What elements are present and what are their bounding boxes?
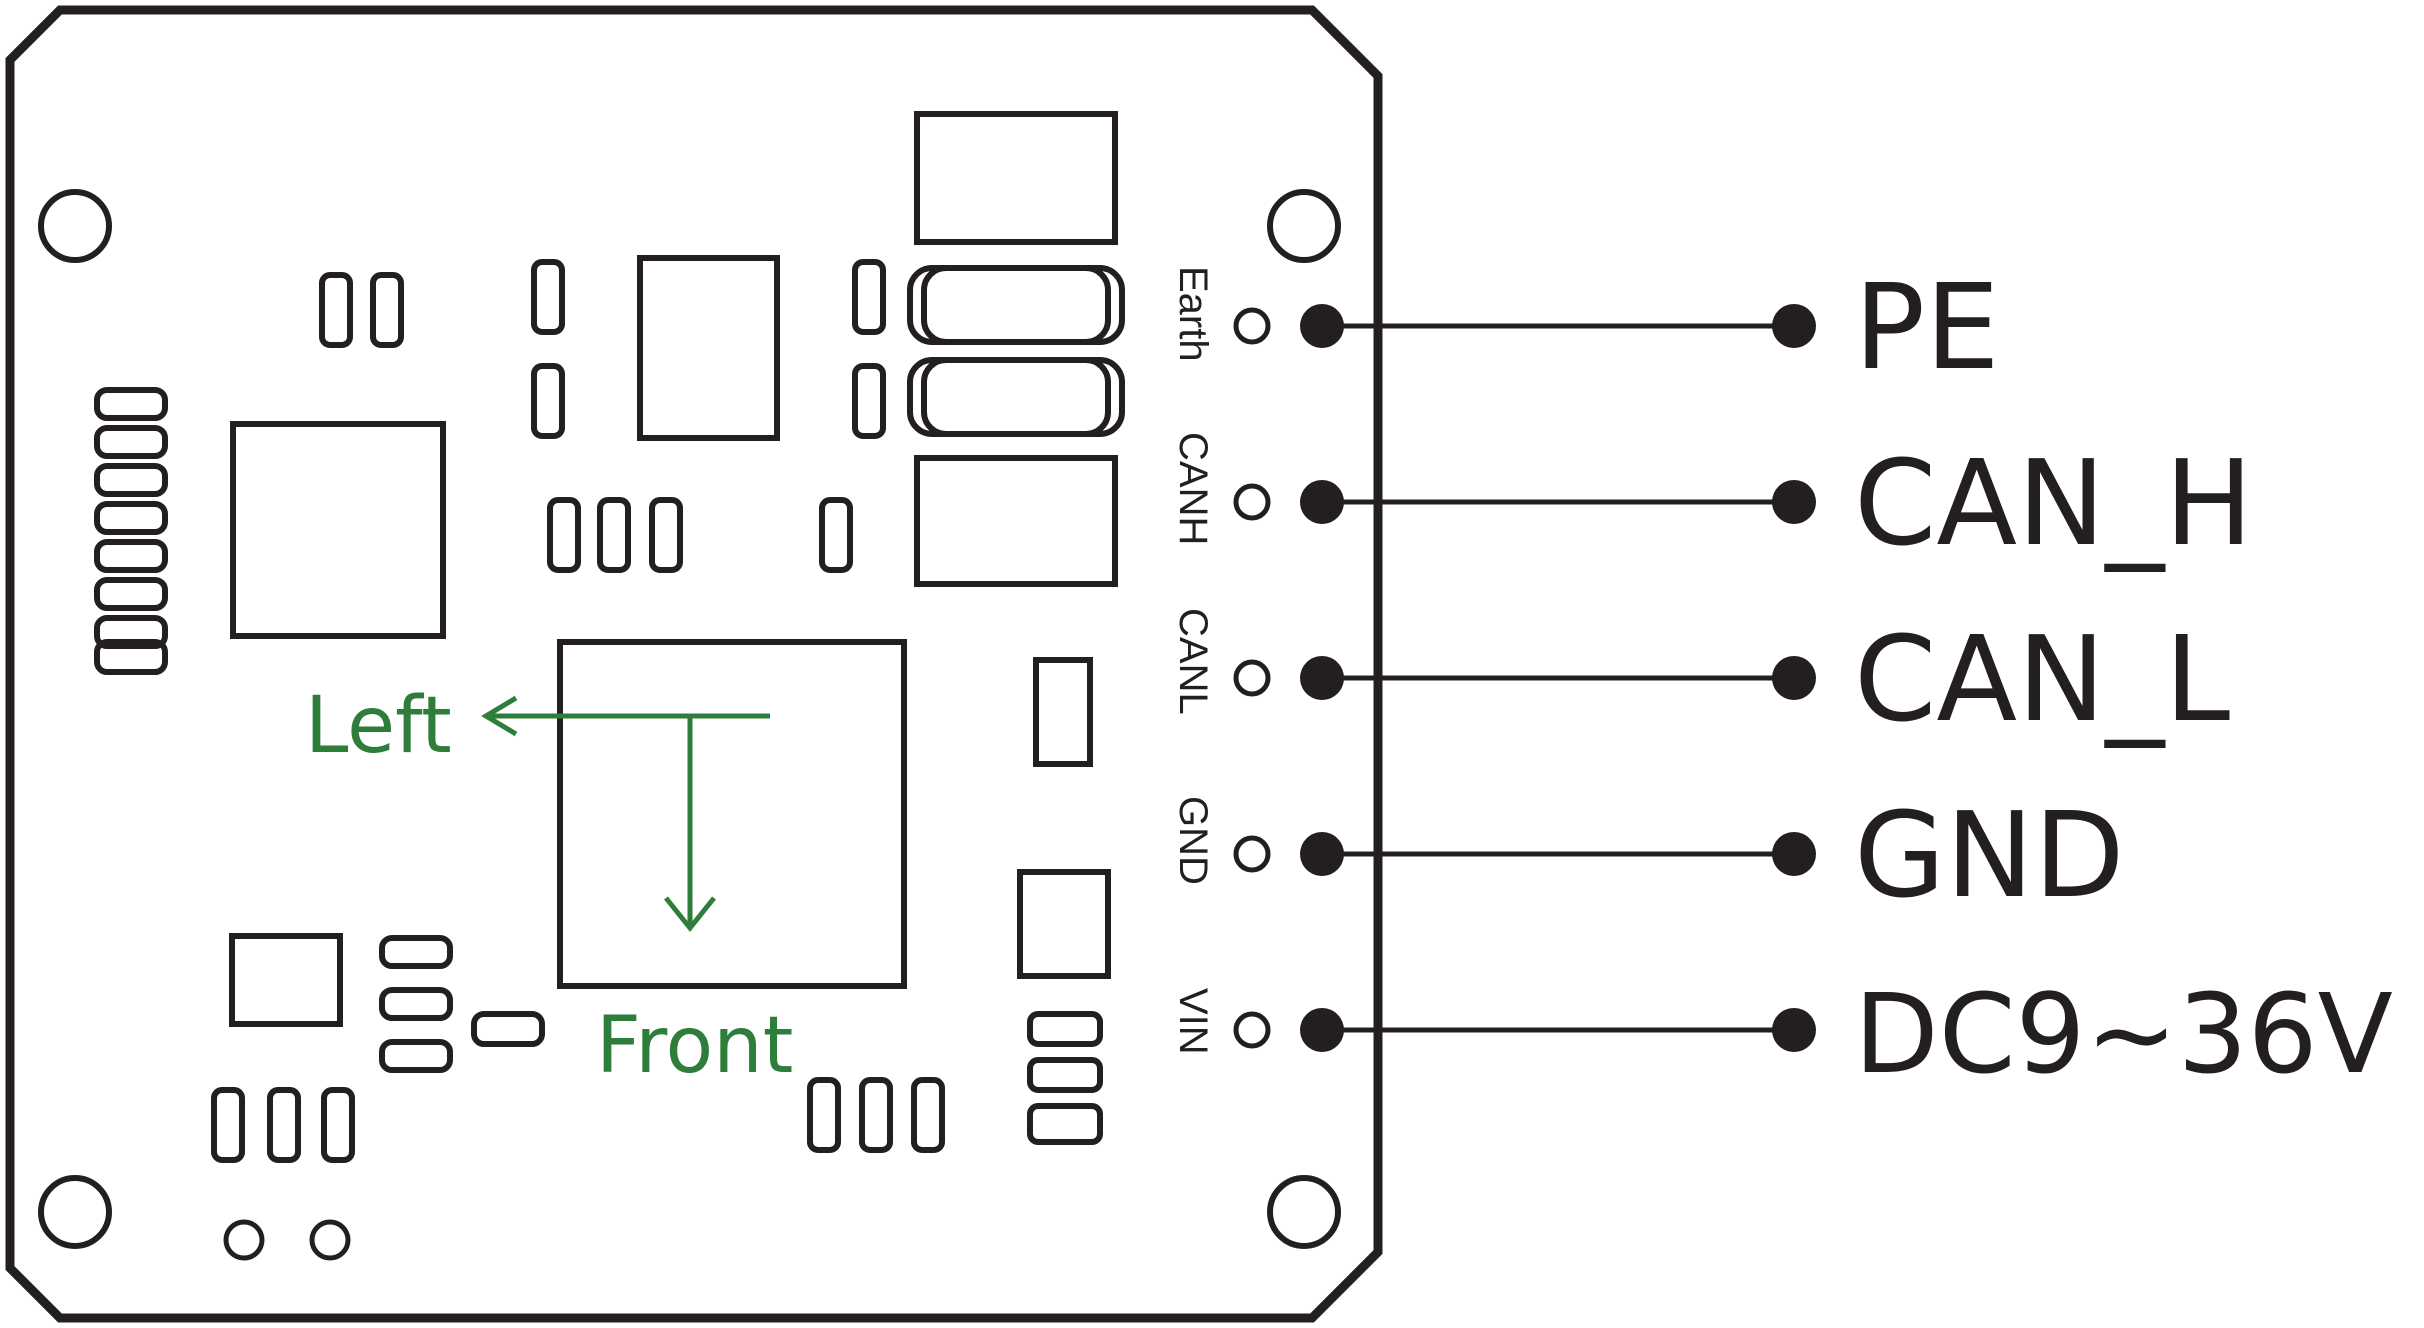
- board-label-canh: CANH: [1171, 432, 1215, 545]
- power-components: [907, 111, 1125, 1145]
- signal-label-gnd: GND: [1854, 786, 2125, 924]
- pin-hole: [1233, 483, 1271, 521]
- pin-gnd: GND GND: [1171, 786, 2125, 924]
- signal-label-dc9-36v: DC9~36V: [1854, 970, 2393, 1098]
- board-outline: [5, 5, 1383, 1323]
- left-arrow-head: [481, 695, 518, 737]
- terminal-dot: [1772, 1008, 1816, 1052]
- small-components-top-center: [531, 259, 853, 573]
- signal-label-can-h: CAN_H: [1854, 434, 2253, 572]
- pin-hole: [1233, 1011, 1271, 1049]
- ic-chip-left: [230, 421, 446, 639]
- pin-canl: CANL CAN_L: [1171, 608, 2230, 748]
- edge-connector-pads: [94, 387, 168, 675]
- terminal-dot: [1772, 656, 1816, 700]
- mounting-hole-top-right: [1267, 189, 1341, 263]
- front-label: Front: [596, 1001, 793, 1091]
- pin-hole: [1233, 307, 1271, 345]
- small-components-top-left: [319, 272, 404, 348]
- pin-vin: VIN DC9~36V: [1171, 970, 2393, 1098]
- terminal-dot: [1772, 304, 1816, 348]
- board-label-earth: Earth: [1171, 266, 1215, 362]
- signal-label-pe: PE: [1854, 258, 2000, 396]
- small-components-bottom-left: [211, 933, 945, 1163]
- pin-canh: CANH CAN_H: [1171, 432, 2253, 572]
- pin-earth: Earth PE: [1171, 258, 2000, 396]
- imu-sensor-chip: [557, 639, 907, 989]
- via: [223, 1219, 265, 1261]
- front-arrow-head: [664, 896, 716, 933]
- board-label-vin: VIN: [1171, 988, 1215, 1055]
- left-label: Left: [305, 681, 452, 771]
- via: [309, 1219, 351, 1261]
- board-label-gnd: GND: [1171, 796, 1215, 885]
- terminal-dot: [1772, 832, 1816, 876]
- ic-chip-center: [637, 255, 780, 441]
- signal-label-can-l: CAN_L: [1854, 610, 2230, 748]
- pin-hole: [1233, 659, 1271, 697]
- mounting-hole-top-left: [38, 189, 112, 263]
- small-components-right-column: [852, 259, 886, 439]
- mounting-hole-bottom-right: [1267, 1175, 1341, 1249]
- mounting-hole-bottom-left: [38, 1175, 112, 1249]
- board-label-canl: CANL: [1171, 608, 1215, 715]
- direction-indicator: Left Front: [305, 681, 793, 1091]
- pin-hole: [1233, 835, 1271, 873]
- terminal-dot: [1772, 480, 1816, 524]
